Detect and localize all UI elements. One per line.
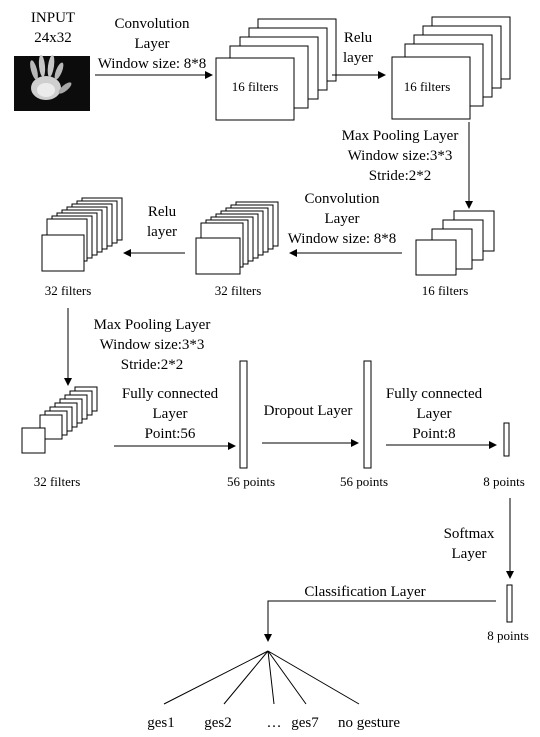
filter-stack-conv1 <box>215 18 337 121</box>
softmax-label-1: Softmax <box>444 526 495 542</box>
fc2-label-3: Point:8 <box>412 426 455 442</box>
input-size: 24x32 <box>34 30 72 46</box>
pool2-label-2: Window size:3*3 <box>100 337 205 353</box>
fc1-label-2: Layer <box>153 406 188 422</box>
input-title: INPUT <box>31 10 75 26</box>
fc2-label-1: Fully connected <box>386 386 483 402</box>
dropout-label: Dropout Layer <box>264 403 353 419</box>
relu2-label-1: Relu <box>148 204 177 220</box>
pool1-label-1: Max Pooling Layer <box>342 128 459 144</box>
pool1-label-3: Stride:2*2 <box>369 168 432 184</box>
fc1-label-3: Point:56 <box>145 426 196 442</box>
relu1-label-2: layer <box>343 50 373 66</box>
filter-stack-conv2 <box>195 201 279 275</box>
conv2-label-3: Window size: 8*8 <box>288 231 397 247</box>
softmax-layer-bar <box>506 584 513 623</box>
fc1-points-label: 56 points <box>227 474 275 489</box>
filter-stack-relu2 <box>41 197 123 272</box>
pool2-filters-label: 32 filters <box>34 474 81 489</box>
conv1-label-1: Convolution <box>114 16 190 32</box>
conv2-label-2: Layer <box>325 211 360 227</box>
conv1-label-3: Window size: 8*8 <box>98 56 207 72</box>
conv1-label-2: Layer <box>135 36 170 52</box>
relu1-label-1: Relu <box>344 30 373 46</box>
pool2-label-1: Max Pooling Layer <box>94 317 211 333</box>
filter-stack-pool2 <box>21 386 98 454</box>
dropout-points-label: 56 points <box>340 474 388 489</box>
classification-label: Classification Layer <box>304 584 425 600</box>
fc2-layer-bar <box>503 422 510 457</box>
softmax-points-label: 8 points <box>487 628 529 643</box>
classification-arrow <box>264 600 496 642</box>
fc1-label-1: Fully connected <box>122 386 219 402</box>
dropout-layer-bar <box>363 360 372 469</box>
fc1-layer-bar <box>239 360 248 469</box>
hand-image <box>14 55 90 111</box>
relu2-label-2: layer <box>147 224 177 240</box>
filter-stack-pool1 <box>415 210 495 276</box>
pool2-label-3: Stride:2*2 <box>121 357 184 373</box>
output-label-ges7: ges7 <box>291 715 319 731</box>
fc2-label-2: Layer <box>417 406 452 422</box>
output-label-ellipsis: … <box>267 715 282 731</box>
filter-stack-relu1 <box>391 16 511 120</box>
output-label-ges1: ges1 <box>147 715 175 731</box>
pool1-filters-label: 16 filters <box>422 283 469 298</box>
softmax-label-2: Layer <box>452 546 487 562</box>
conv2-label-1: Convolution <box>304 191 380 207</box>
conv1-filters-label: 16 filters <box>232 79 279 94</box>
output-label-no-gesture: no gesture <box>338 715 400 731</box>
fc2-points-label: 8 points <box>483 474 525 489</box>
relu2-filters-label: 32 filters <box>45 283 92 298</box>
conv2-filters-label: 32 filters <box>215 283 262 298</box>
relu1-filters-label: 16 filters <box>404 79 451 94</box>
output-label-ges2: ges2 <box>204 715 232 731</box>
classification-fanout <box>163 650 360 705</box>
pool1-label-2: Window size:3*3 <box>348 148 453 164</box>
